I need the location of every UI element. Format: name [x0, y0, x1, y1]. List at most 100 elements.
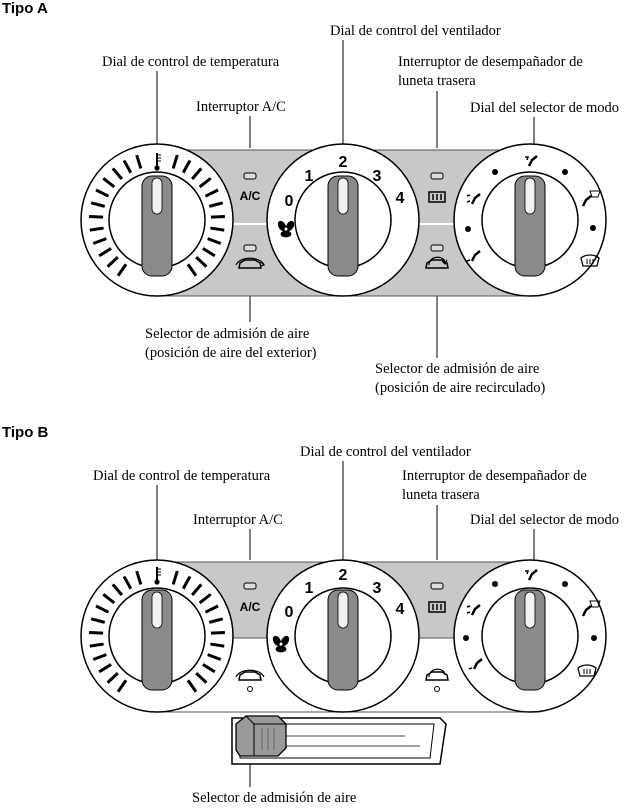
- car-outside-air-icon[interactable]: [235, 257, 266, 269]
- intake-lever-label-b: Selector de admisión de aire: [192, 790, 357, 806]
- fan-dial-b[interactable]: 0 1 2 3 4: [266, 559, 420, 713]
- windshield-defrost-icon: [577, 664, 597, 677]
- air-intake-slider[interactable]: [231, 715, 447, 765]
- temperature-tick: [106, 672, 119, 684]
- temperature-tick: [106, 256, 119, 268]
- temperature-tick: [135, 570, 143, 585]
- ac-switch-label-b: Interruptor A/C: [193, 512, 283, 528]
- bilevel-icon: [466, 604, 481, 616]
- face-vent-icon: [525, 569, 538, 581]
- car-recirculation-icon[interactable]: [425, 256, 449, 269]
- intake-recirc-position-dot: [434, 686, 440, 692]
- slider-handle[interactable]: [235, 715, 287, 757]
- rear-defrost-icon[interactable]: [428, 191, 446, 203]
- fan-icon: [277, 220, 295, 238]
- car-outside-air-icon: [235, 669, 265, 681]
- rear-defrost-label-a-line2: luneta trasera: [398, 73, 476, 89]
- mode-position-dot: [492, 581, 498, 587]
- intake-outside-label-line1: Selector de admisión de aire: [145, 326, 310, 342]
- temperature-tick: [111, 583, 123, 596]
- temperature-tick: [116, 263, 128, 277]
- fan-speed-2-b: 2: [339, 567, 348, 584]
- temperature-tick: [210, 226, 225, 232]
- temperature-tick: [102, 177, 116, 189]
- temperature-tick: [89, 226, 104, 232]
- temperature-tick: [95, 604, 110, 614]
- temperature-tick: [98, 663, 112, 674]
- temperature-tick: [181, 159, 192, 174]
- fan-speed-4-b: 4: [396, 601, 405, 618]
- temperature-dial-a[interactable]: [80, 143, 234, 297]
- rear-defrost-indicator-a[interactable]: [430, 172, 444, 180]
- temperature-tick: [202, 247, 216, 258]
- ac-indicator-b[interactable]: [243, 582, 257, 590]
- temperature-dial-b[interactable]: [80, 559, 234, 713]
- thermometer-icon: [154, 153, 161, 171]
- temperature-tick: [198, 593, 212, 605]
- mode-position-dot: [562, 581, 568, 587]
- temperature-tick: [181, 575, 192, 590]
- mode-dial-label-a: Dial del selector de modo: [470, 100, 619, 116]
- mode-dial-label-b: Dial del selector de modo: [470, 512, 619, 528]
- intake-recirc-label-line1: Selector de admisión de aire: [375, 361, 540, 377]
- bilevel-icon: [466, 193, 481, 205]
- intake-recirc-indicator-a[interactable]: [430, 244, 444, 252]
- temperature-tick: [98, 247, 112, 258]
- fan-dial-a[interactable]: 0 1 2 3 4: [266, 143, 420, 297]
- temperature-tick: [95, 188, 110, 198]
- ac-switch-label-a: Interruptor A/C: [196, 99, 286, 115]
- temperature-tick: [191, 167, 203, 180]
- fan-speed-1-b: 1: [305, 580, 314, 597]
- temperature-tick: [171, 570, 179, 585]
- temperature-tick: [102, 593, 116, 605]
- ac-label-a[interactable]: A/C: [240, 189, 261, 203]
- intake-outside-position-dot: [247, 686, 253, 692]
- temperature-tick: [186, 263, 198, 277]
- temperature-tick: [208, 201, 224, 208]
- type-a-control-panel: A/C 0 1 2 3 4: [80, 40, 607, 358]
- rear-defrost-icon[interactable]: [428, 601, 446, 613]
- type-b-heading: Tipo B: [2, 424, 49, 441]
- temperature-tick: [204, 604, 219, 614]
- feet-icon: [466, 250, 481, 262]
- mode-position-dot: [590, 225, 596, 231]
- mode-selector-dial-b[interactable]: [453, 559, 607, 713]
- mode-knob-a: [514, 175, 546, 277]
- temperature-tick: [186, 679, 198, 693]
- fan-speed-0-b: 0: [285, 604, 294, 621]
- ac-label-b[interactable]: A/C: [240, 600, 261, 614]
- fan-dial-label-a: Dial de control del ventilador: [330, 23, 501, 39]
- intake-outside-indicator-a[interactable]: [243, 244, 257, 252]
- temperature-tick: [195, 256, 208, 268]
- mode-position-dot: [465, 226, 471, 232]
- mode-position-dot: [463, 635, 469, 641]
- fan-speed-3-b: 3: [373, 580, 382, 597]
- mode-selector-dial-a[interactable]: [453, 143, 607, 297]
- temperature-tick: [210, 630, 225, 635]
- temperature-tick: [202, 663, 216, 674]
- temperature-tick: [89, 214, 104, 219]
- feet-defrost-icon: [581, 600, 601, 617]
- type-a-heading: Tipo A: [2, 0, 48, 17]
- temperature-tick: [89, 642, 104, 648]
- temp-dial-label-b: Dial de control de temperatura: [93, 468, 271, 484]
- temperature-tick: [89, 630, 104, 635]
- feet-defrost-icon: [581, 190, 601, 207]
- temperature-knob-b: [141, 589, 173, 691]
- mode-position-dot: [492, 169, 498, 175]
- mode-knob-b: [514, 589, 546, 691]
- ac-indicator-a[interactable]: [243, 172, 257, 180]
- temperature-knob-a: [141, 175, 173, 277]
- fan-speed-3-a: 3: [373, 168, 382, 185]
- fan-speed-0-a: 0: [285, 193, 294, 210]
- temperature-tick: [116, 679, 128, 693]
- fan-icon: [272, 635, 290, 653]
- rear-defrost-indicator-b[interactable]: [430, 582, 444, 590]
- rear-defrost-label-b-line1: Interruptor de desempañador de: [402, 468, 587, 484]
- temperature-tick: [191, 583, 203, 596]
- mode-position-dot: [562, 169, 568, 175]
- windshield-defrost-icon: [580, 254, 600, 267]
- temperature-tick: [210, 214, 225, 219]
- temperature-tick: [207, 653, 222, 661]
- temperature-tick: [90, 617, 106, 624]
